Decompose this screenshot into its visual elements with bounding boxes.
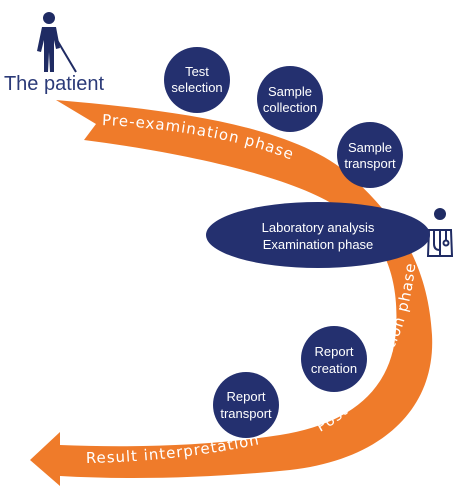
node-sample-collection: Sample collection (257, 66, 323, 132)
blind-person-with-cane-icon (37, 12, 77, 73)
svg-text:transport: transport (344, 156, 396, 171)
svg-text:Sample: Sample (348, 140, 392, 155)
patient-label: The patient (4, 73, 105, 95)
svg-text:Report: Report (314, 344, 353, 359)
node-sample-transport: Sample transport (337, 122, 403, 188)
svg-text:Test: Test (185, 64, 209, 79)
node-test-selection: Test selection (164, 47, 230, 113)
svg-text:Examination phase: Examination phase (263, 237, 374, 252)
doctor-with-stethoscope-icon (426, 208, 454, 257)
svg-text:creation: creation (311, 361, 357, 376)
svg-text:Report: Report (226, 389, 265, 404)
node-report-transport: Report transport (213, 372, 279, 438)
svg-text:transport: transport (220, 406, 272, 421)
svg-text:selection: selection (171, 80, 222, 95)
svg-text:collection: collection (263, 100, 317, 115)
node-laboratory-analysis: Laboratory analysis Examination phase (206, 202, 430, 268)
process-flow-arrow (30, 100, 433, 486)
svg-text:Sample: Sample (268, 84, 312, 99)
node-report-creation: Report creation (301, 326, 367, 392)
svg-text:Laboratory analysis: Laboratory analysis (262, 220, 375, 235)
